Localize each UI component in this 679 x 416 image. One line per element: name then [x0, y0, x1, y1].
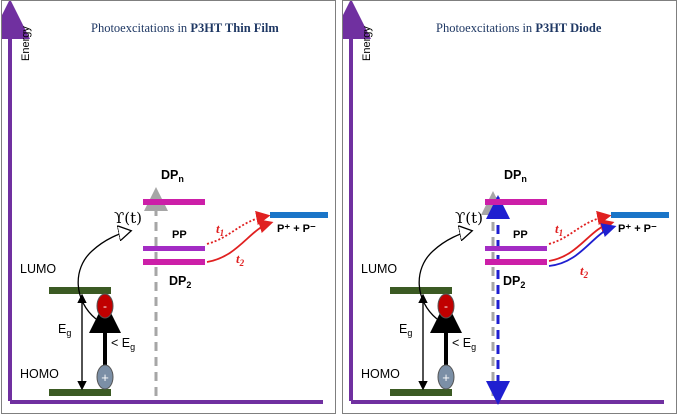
- t1-arrow: [206, 210, 271, 245]
- dpn-label: DPn: [161, 168, 184, 184]
- panel-diode: Photoexcitations in P3HT Diode Energy LU…: [342, 0, 677, 414]
- excitation-energy-label: < Eg: [111, 336, 135, 352]
- pp-level: [143, 246, 205, 251]
- excitation-energy-label: < Eg: [452, 336, 476, 352]
- homo-label: HOMO: [20, 367, 59, 381]
- pp-level: [485, 246, 547, 251]
- dp2-label: DP2: [503, 274, 525, 290]
- diagram-diode: Photoexcitations in P3HT Diode Energy LU…: [343, 1, 669, 405]
- electron-sign: -: [103, 299, 107, 313]
- dp2-level: [485, 259, 547, 265]
- lumo-label: LUMO: [20, 262, 56, 276]
- t2-label: t2: [580, 263, 589, 280]
- relaxation-arrow: [77, 231, 130, 320]
- homo-level: [49, 389, 111, 396]
- dp2-level: [143, 259, 205, 265]
- hole-sign: +: [101, 370, 109, 385]
- lumo-level: [49, 287, 111, 294]
- homo-label: HOMO: [361, 367, 400, 381]
- lumo-level: [390, 287, 452, 294]
- diagram-thin-film: Photoexcitations in P3HT Thin Film Energ…: [2, 1, 328, 404]
- t1-label: t1: [216, 221, 224, 238]
- polaron-level: [270, 212, 328, 218]
- gap-label: Eg: [58, 322, 71, 338]
- polaron-label: P⁺ + P⁻: [277, 223, 316, 235]
- polaron-level: [611, 212, 669, 218]
- pp-label: PP: [172, 229, 187, 241]
- lumo-label: LUMO: [361, 262, 397, 276]
- t2-arrow-blue: [548, 223, 617, 267]
- t2-label: t2: [236, 251, 245, 268]
- electron: [437, 293, 455, 319]
- electron-sign: -: [444, 299, 448, 313]
- polaron-label: P⁺ + P⁻: [618, 223, 657, 235]
- panel-title: Photoexcitations in P3HT Diode: [436, 21, 602, 35]
- dpn-label: DPn: [504, 168, 527, 184]
- hole: [96, 364, 114, 390]
- pp-label: PP: [513, 229, 528, 241]
- relaxation-arrow: [418, 231, 471, 320]
- energy-axis-label: Energy: [20, 26, 32, 61]
- t1-label: t1: [555, 221, 563, 238]
- upsilon-label: ϒ(t): [114, 209, 142, 227]
- t1-arrow: [548, 210, 612, 245]
- upsilon-label: ϒ(t): [455, 209, 483, 227]
- gap-label: Eg: [399, 322, 412, 338]
- dp2-label: DP2: [169, 274, 191, 290]
- panel-thin-film: Photoexcitations in P3HT Thin Film Energ…: [1, 0, 336, 414]
- panel-title: Photoexcitations in P3HT Thin Film: [91, 21, 279, 35]
- dpn-level: [485, 199, 547, 205]
- t2-arrow: [206, 219, 274, 263]
- energy-axis-label: Energy: [361, 26, 373, 61]
- homo-level: [390, 389, 452, 396]
- hole: [437, 364, 455, 390]
- dpn-level: [143, 199, 205, 205]
- electron: [96, 293, 114, 319]
- hole-sign: +: [442, 370, 450, 385]
